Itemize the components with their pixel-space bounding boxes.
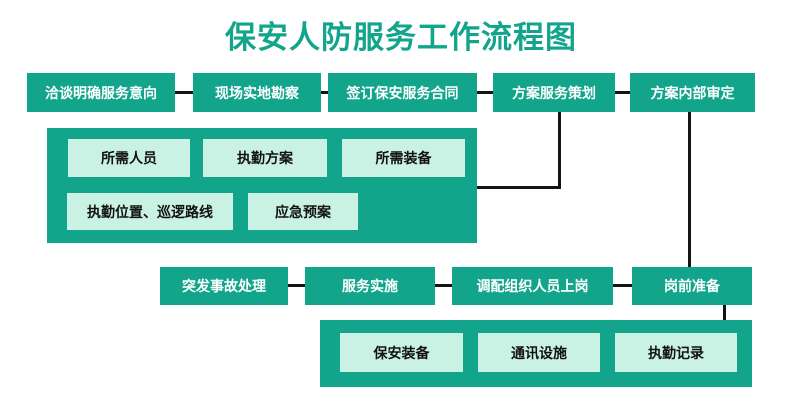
subnode-emergency-plan: 应急预案: [248, 193, 358, 230]
subnode-communication-facilities: 通讯设施: [478, 333, 600, 372]
connector-row1-1-2: [175, 91, 193, 94]
connector-row2-1-2: [288, 284, 305, 287]
connector-preparation-to-group: [723, 305, 726, 322]
node-site-survey: 现场实地勘察: [193, 73, 321, 112]
page-title: 保安人防服务工作流程图: [225, 20, 577, 56]
subnode-duty-positions-patrol-routes: 执勤位置、巡逻路线: [67, 193, 233, 230]
connector-row2-3-4: [613, 284, 632, 287]
node-service-implementation: 服务实施: [305, 267, 435, 305]
connector-row2-2-3: [435, 284, 452, 287]
subnode-security-equipment: 保安装备: [340, 333, 463, 372]
subnode-required-personnel: 所需人员: [68, 139, 190, 177]
connector-row1-2-3: [321, 91, 328, 94]
subnode-duty-records: 执勤记录: [615, 333, 737, 372]
connector-row1-3-4: [477, 91, 493, 94]
node-pre-post-preparation: 岗前准备: [632, 267, 752, 305]
connector-review-to-preparation: [688, 112, 691, 267]
node-incident-handling: 突发事故处理: [160, 267, 288, 305]
connector-row1-4-5: [615, 91, 630, 94]
node-plan-internal-review: 方案内部审定: [630, 73, 755, 112]
node-assign-personnel-to-post: 调配组织人员上岗: [452, 267, 613, 305]
connector-plan-design-to-group: [477, 186, 561, 189]
node-plan-service-design: 方案服务策划: [493, 73, 615, 112]
subnode-duty-plan: 执勤方案: [203, 139, 327, 177]
node-negotiate-service-intent: 洽谈明确服务意向: [27, 73, 175, 112]
subnode-required-equipment: 所需装备: [342, 139, 465, 177]
connector-plan-design-down: [558, 112, 561, 189]
node-sign-security-contract: 签订保安服务合同: [328, 73, 477, 112]
